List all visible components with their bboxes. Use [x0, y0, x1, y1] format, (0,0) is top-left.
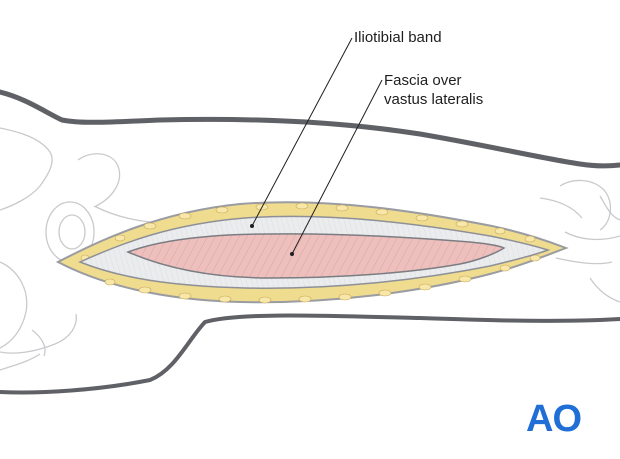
ao-logo: AO	[526, 398, 581, 440]
label-iliotibial-band: Iliotibial band	[354, 29, 442, 46]
leader-line-fascia	[291, 79, 383, 255]
leader-dot-fascia	[290, 252, 294, 256]
label-fascia-line-1: Fascia over	[384, 72, 462, 89]
label-fascia-line-2: vastus lateralis	[384, 91, 484, 108]
vastus-lateralis-fascia	[125, 233, 506, 279]
body-outline-lower	[0, 313, 620, 395]
label-fascia-over-vastus-lateralis: Fascia over vastus lateralis	[384, 71, 483, 109]
body-outline-upper	[0, 89, 620, 169]
leader-line-iliotibial-band	[251, 37, 353, 227]
skeleton-faint	[0, 127, 620, 371]
leader-dot-iliotibial-band	[250, 224, 254, 228]
